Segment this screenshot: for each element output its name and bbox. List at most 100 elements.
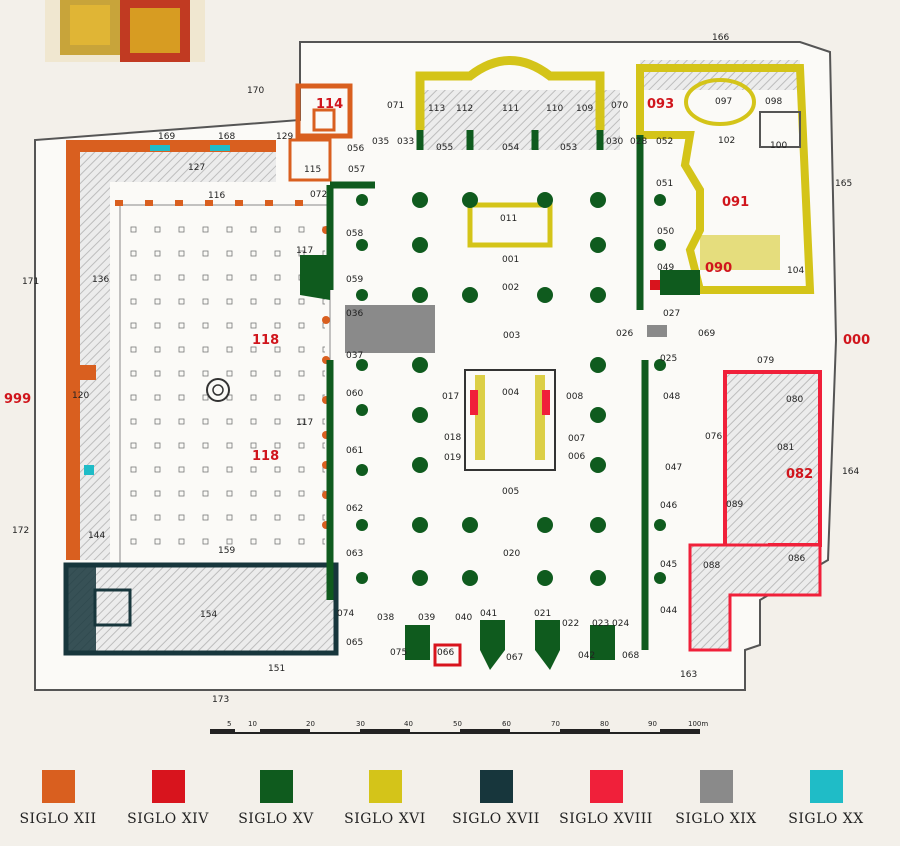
room-label: 042 [578,651,595,661]
room-label: 021 [534,609,551,619]
room-label: 172 [12,526,29,536]
room-label: 019 [444,453,461,463]
room-label: 038 [377,613,394,623]
room-label: 006 [568,452,585,462]
room-label: 136 [92,275,109,285]
room-label: 062 [346,504,363,514]
legend-item: SIGLO XII [0,770,123,827]
legend-label: SIGLO XVI [344,811,426,827]
room-label: 109 [576,104,593,114]
room-label: 017 [442,392,459,402]
coro [464,369,556,471]
room-label: 055 [436,143,453,153]
highlight-room-label: 118 [252,449,279,464]
room-label: 171 [22,277,39,287]
room-label: 035 [372,137,389,147]
room-label: 069 [698,329,715,339]
room-label: 004 [502,388,519,398]
room-label: 168 [218,132,235,142]
room-label: 079 [757,356,774,366]
room-label: 020 [503,549,520,559]
room-label: 002 [502,283,519,293]
scale-tick-label: 40 [404,720,413,728]
room-label: 057 [348,165,365,175]
room-label: 169 [158,132,175,142]
room-label: 065 [346,638,363,648]
legend-label: SIGLO XVII [452,811,540,827]
scale-tick-label: 10 [248,720,257,728]
room-label: 111 [502,104,519,114]
room-label: 026 [616,329,633,339]
legend-item: SIGLO XX [761,770,891,827]
room-label: 044 [660,606,677,616]
scale-tick-label: 5 [227,720,231,728]
scale-tick-label: 30 [356,720,365,728]
room-label: 173 [212,695,229,705]
legend-label: SIGLO XIV [127,811,209,827]
highlight-room-label: 999 [4,392,31,407]
thumbnail-image [45,0,205,62]
legend-label: SIGLO XX [788,811,864,827]
legend-item: SIGLO XIV [103,770,233,827]
room-label: 068 [622,651,639,661]
room-label: 074 [337,609,354,619]
room-label: 007 [568,434,585,444]
room-label: 081 [777,443,794,453]
legend-swatch [699,770,733,803]
room-label: 129 [276,132,293,142]
room-label: 117 [296,418,313,428]
room-label: 047 [665,463,682,473]
room-label: 051 [656,179,673,189]
legend-item: SIGLO XVIII [541,770,671,827]
column-grid [356,192,666,586]
room-label: 056 [347,144,364,154]
room-label: 164 [842,467,859,477]
room-label: 110 [546,104,563,114]
room-label: 113 [428,104,445,114]
room-label: 024 [612,619,629,629]
room-label: 036 [346,309,363,319]
room-label: 088 [703,561,720,571]
room-label: 067 [506,653,523,663]
room-label: 018 [444,433,461,443]
siglo-xix-block [345,305,435,353]
legend-item: SIGLO XVII [431,770,561,827]
legend-swatch [589,770,623,803]
legend-label: SIGLO XII [19,811,97,827]
highlight-room-label: 082 [786,467,813,482]
legend-swatch [479,770,513,803]
room-label: 040 [455,613,472,623]
room-label: 011 [500,214,517,224]
room-label: 127 [188,163,205,173]
legend-item: SIGLO XV [211,770,341,827]
room-label: 104 [787,266,804,276]
room-label: 112 [456,104,473,114]
room-label: 048 [663,392,680,402]
room-label: 049 [657,263,674,273]
room-label: 116 [208,191,225,201]
legend-label: SIGLO XIX [675,811,757,827]
room-label: 061 [346,446,363,456]
scale-tick-label: 60 [502,720,511,728]
scale-tick-label: 70 [551,720,560,728]
room-label: 151 [268,664,285,674]
room-label: 001 [502,255,519,265]
room-label: 028 [630,137,647,147]
legend-label: SIGLO XVIII [559,811,653,827]
room-label: 086 [788,554,805,564]
legend-swatch [259,770,293,803]
siglo-xvii-block [63,562,339,656]
scale-tick-label: 50 [453,720,462,728]
room-label: 163 [680,670,697,680]
room-label: 033 [397,137,414,147]
room-label: 117 [296,246,313,256]
room-label: 058 [346,229,363,239]
room-label: 102 [718,136,735,146]
room-label: 063 [346,549,363,559]
room-label: 089 [726,500,743,510]
legend-swatch [368,770,402,803]
highlight-room-label: 114 [316,97,343,112]
siglo-xvi-right-block [636,64,815,294]
